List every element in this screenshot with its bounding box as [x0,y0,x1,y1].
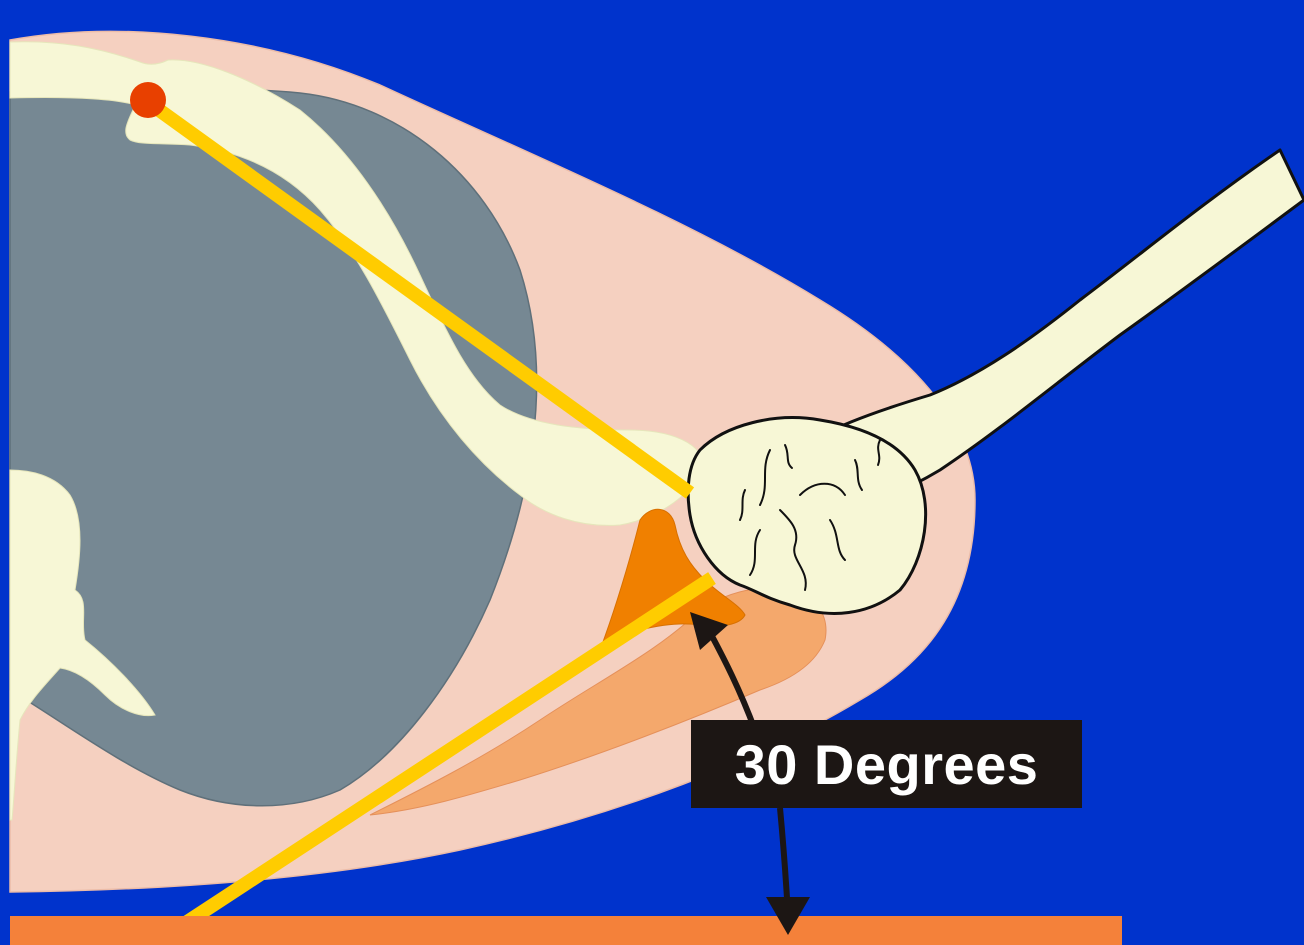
angle-label-box: 30 Degrees [691,720,1082,808]
landmark-dot [130,82,166,118]
floor-bar [10,916,1122,945]
angle-label: 30 Degrees [735,732,1039,797]
